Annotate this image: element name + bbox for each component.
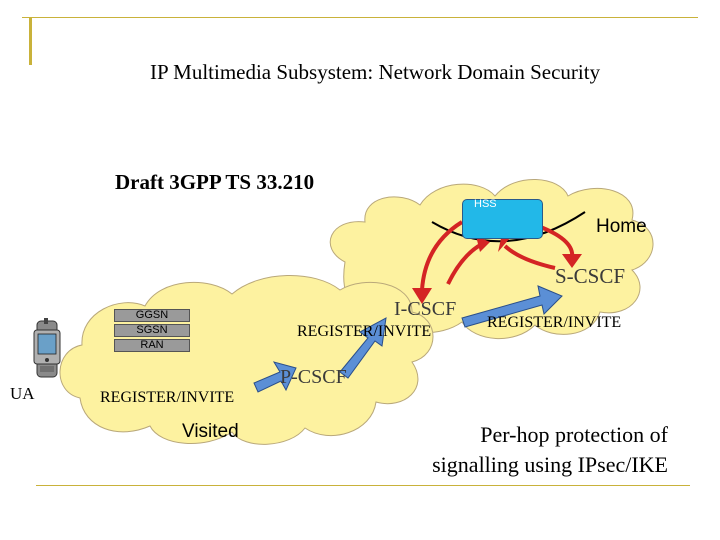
per-hop-note: Per-hop protection of signalling using I…	[388, 420, 668, 480]
home-label: Home	[596, 216, 647, 237]
msg-pcscf-to-icscf: REGISTER/INVITE	[297, 323, 432, 340]
s-cscf-text: S-CSCF	[555, 264, 626, 288]
msg-ue-to-pcscf: REGISTER/INVITE	[100, 389, 235, 406]
blue-arrow-ue-to-pcscf	[253, 361, 297, 393]
i-cscf-label: I-CSCF	[394, 298, 456, 321]
per-hop-line-1: Per-hop protection of	[480, 422, 668, 447]
red-arrow-scscf-to-hss	[503, 244, 556, 270]
p-cscf-label: P-CSCF	[280, 366, 347, 389]
draft-spec-label: Draft 3GPP TS 33.210	[115, 170, 315, 194]
per-hop-line-2: signalling using IPsec/IKE	[432, 452, 668, 477]
p-cscf-text: P-CSCF	[280, 366, 347, 388]
msg-icscf-to-scscf: REGISTER/INVITE	[487, 314, 622, 331]
sgsn-box: SGSN	[114, 324, 190, 337]
hss-label: HSS	[474, 198, 497, 210]
ggsn-box: GGSN	[114, 309, 190, 322]
hss-node	[462, 199, 543, 239]
decor-vertical-line	[29, 17, 32, 65]
blue-arrow-icscf-to-scscf	[461, 285, 563, 328]
visited-label: Visited	[182, 421, 239, 442]
i-cscf-text: I-CSCF	[394, 298, 457, 320]
decor-horizontal-line-top	[22, 17, 698, 18]
ue-label: UA	[10, 384, 35, 403]
decor-horizontal-line-bottom	[36, 485, 690, 486]
visited-network-cloud	[59, 275, 434, 445]
ran-box: RAN	[114, 339, 190, 352]
slide-title: IP Multimedia Subsystem: Network Domain …	[150, 60, 601, 84]
s-cscf-label: S-CSCF	[555, 264, 625, 289]
blue-arrow-pcscf-to-icscf	[339, 317, 387, 379]
mobile-phone-icon	[33, 318, 61, 378]
red-arrow-hss-to-icscf	[420, 220, 464, 291]
